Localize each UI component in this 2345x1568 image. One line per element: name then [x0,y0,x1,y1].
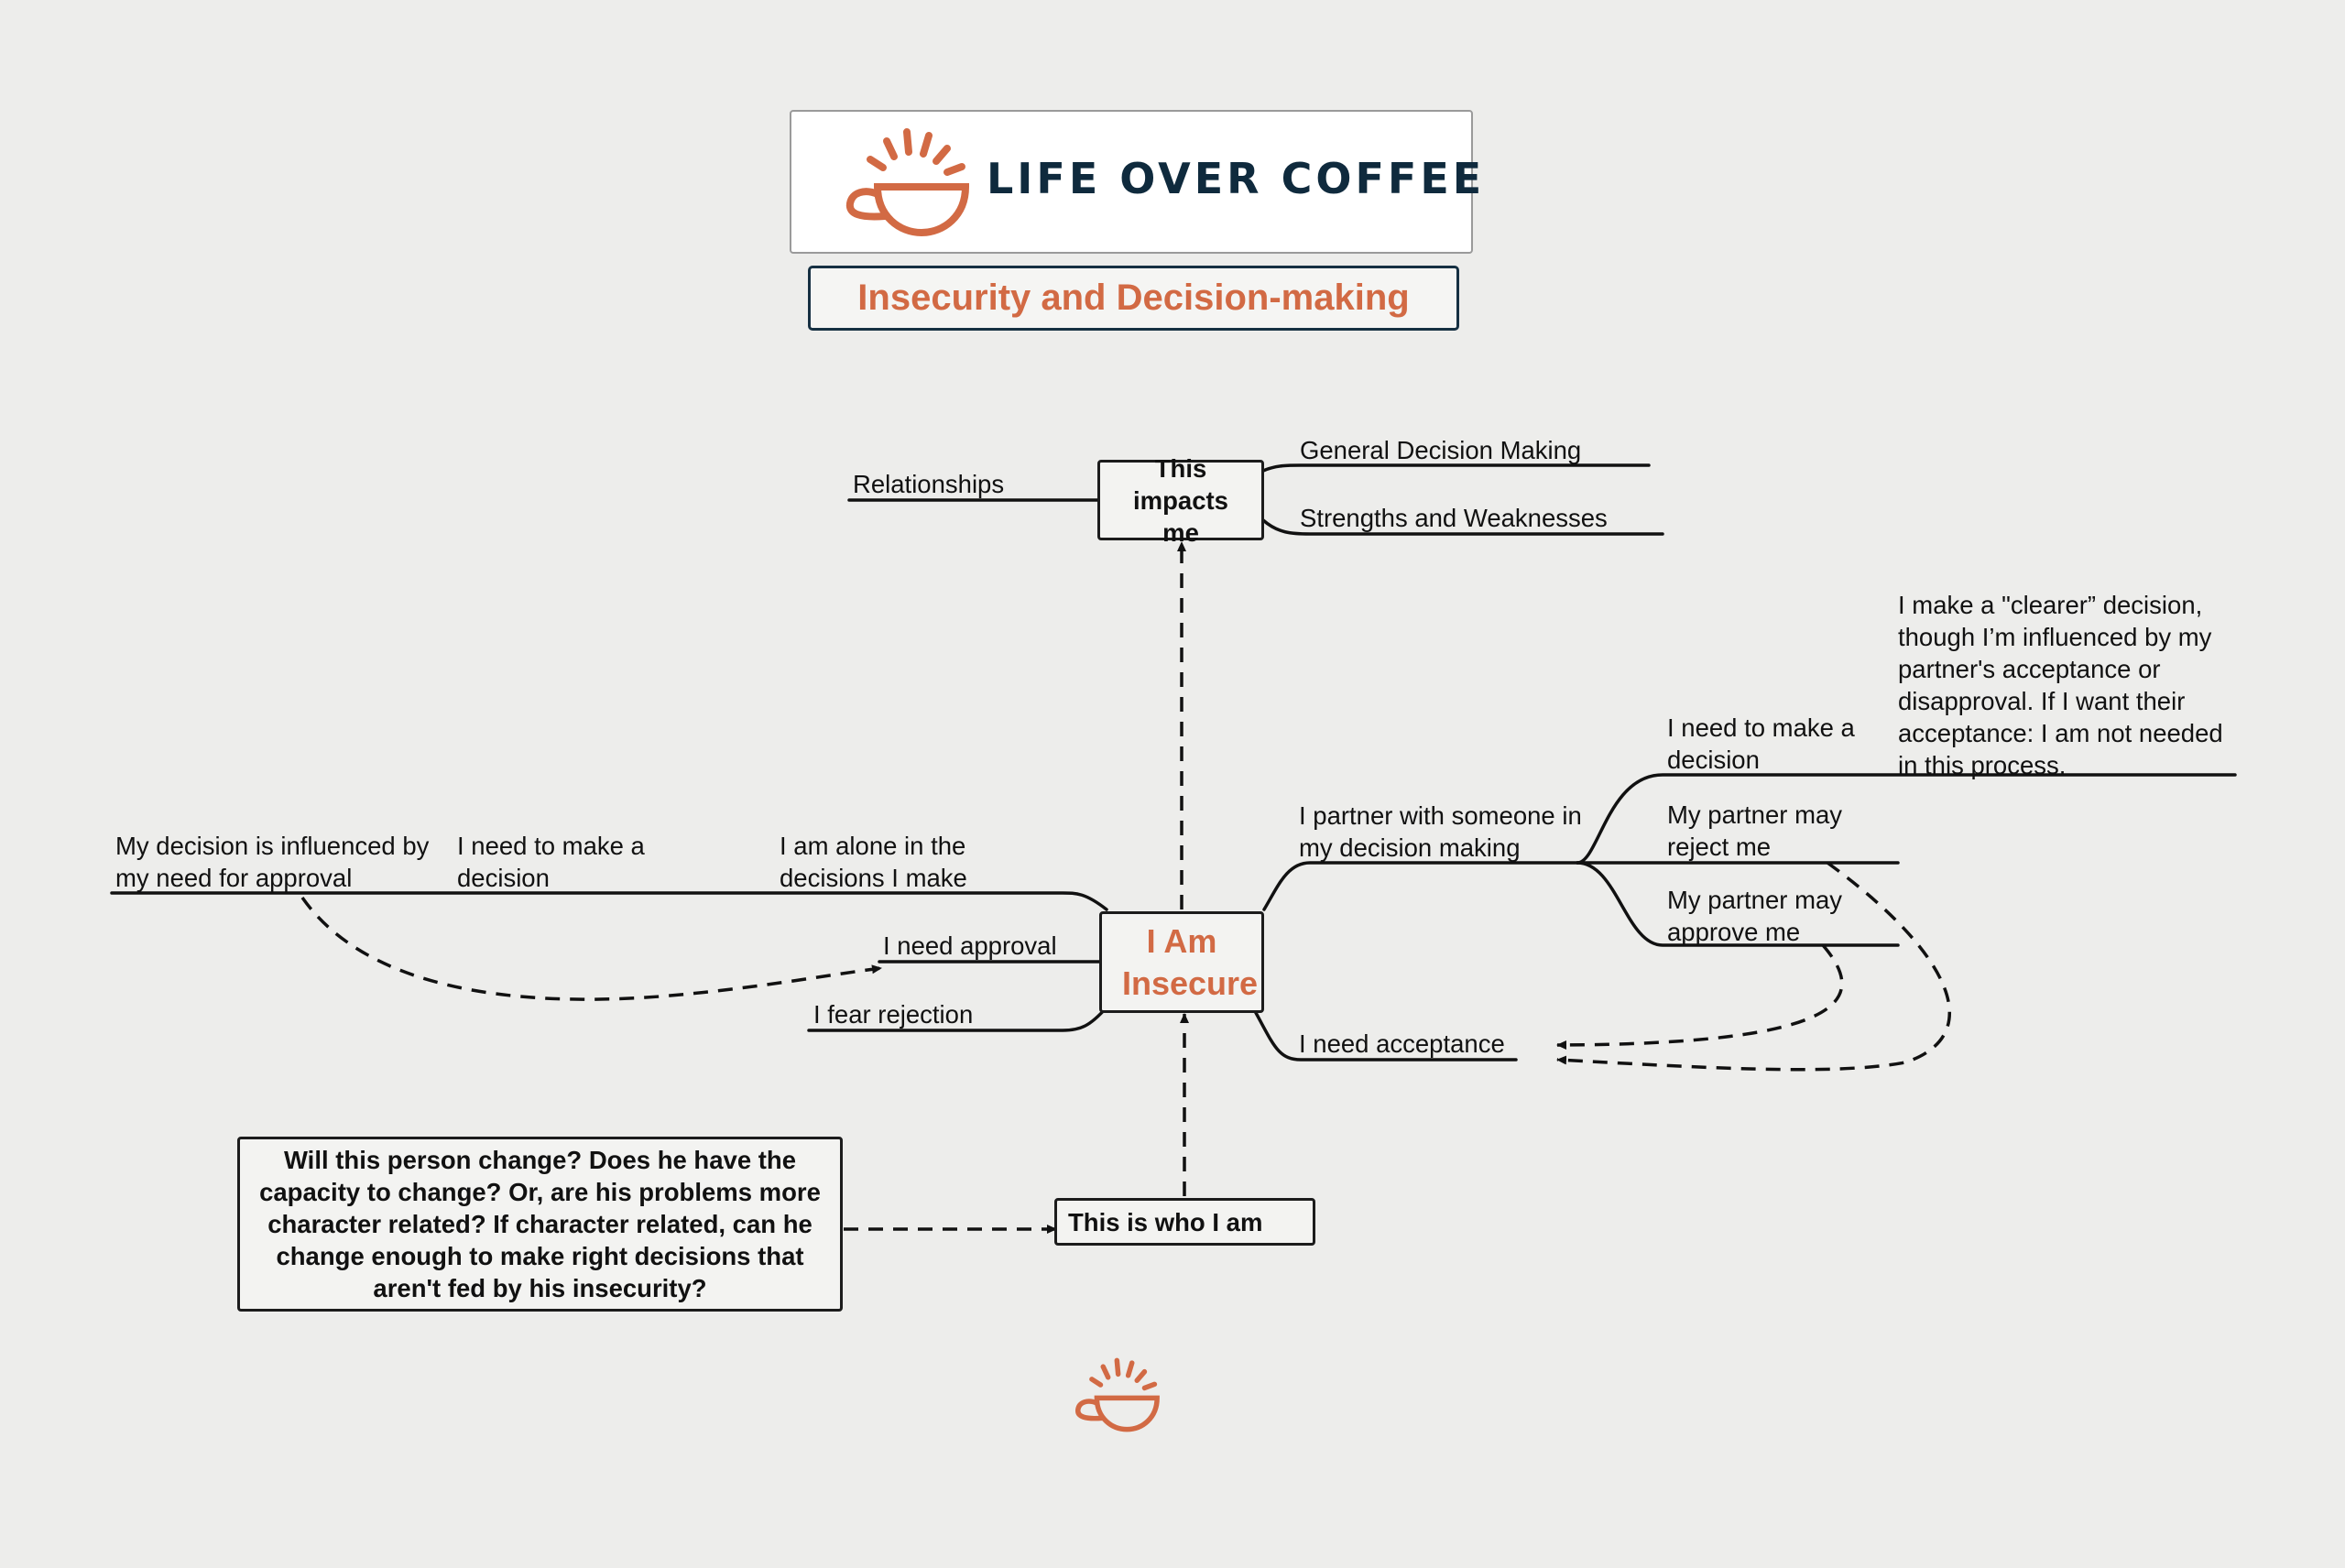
connector-partner [1262,861,1579,911]
connector-need-decision-right [1576,773,2237,865]
influenced-label: My decision is influenced by my need for… [115,832,430,892]
need-approval-label: I need approval [883,931,1057,960]
center-node-label: I Am Insecure [1122,921,1259,1002]
connector-general-decision [1261,463,1651,473]
connector-alone [110,891,1108,911]
question-node: Will this person change? Does he have th… [237,1137,843,1312]
alone-label: I am alone in the decisions I make [780,832,967,892]
diagram-title: Insecurity and Decision-making [808,266,1459,331]
who-i-am-label: This is who I am [1068,1207,1263,1236]
need-decision-left-label: I need to make a decision [457,832,645,892]
brand-name: LIFE OVER COFFEE [987,154,1486,203]
question-label: Will this person change? Does he have th… [259,1146,821,1302]
need-acceptance-label: I need acceptance [1299,1029,1505,1058]
footer-coffee-cup-icon [1075,1357,1160,1432]
coffee-cup-sunrise-icon [845,128,970,237]
impacts-node-label: This impacts me [1133,453,1228,547]
arrow-reject-to-acceptance [1556,861,1952,1072]
may-reject-label: My partner may reject me [1667,800,1843,861]
may-approve-label: My partner may approve me [1667,886,1843,946]
strengths-label: Strengths and Weaknesses [1300,504,1608,532]
partner-label: I partner with someone in my decision ma… [1299,801,1582,862]
arrow-approve-to-acceptance [1556,943,1844,1050]
fear-rejection-label: I fear rejection [813,1000,974,1029]
arrow-influenced-to-approval [300,896,882,1001]
general-decision-label: General Decision Making [1300,436,1582,464]
impacts-node: This impacts me [1097,454,1264,547]
connector-may-approve [1576,861,1900,947]
connector-need-acceptance [1253,1009,1518,1062]
who-i-am-node: This is who I am [1054,1198,1315,1246]
need-decision-right-label: I need to make a decision [1667,713,1855,774]
connector-strengths [1261,518,1664,536]
relationships-label: Relationships [853,470,1005,498]
clearer-decision-label: I make a "clearer” decision, though I’m … [1898,591,2223,779]
center-node: I Am Insecure [1099,911,1264,1013]
